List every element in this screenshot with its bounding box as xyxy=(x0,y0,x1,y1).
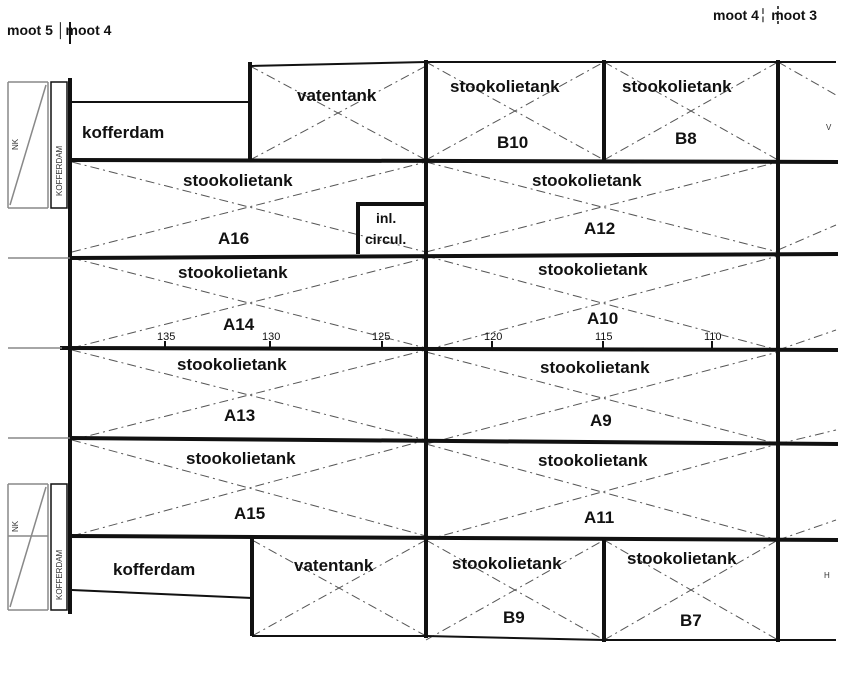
a9-type-label: stookolietank xyxy=(540,358,650,377)
tank-labels: kofferdam vatentank stookolietank B10 st… xyxy=(82,77,737,630)
tank-walls xyxy=(8,60,839,642)
right-mark-upper: V xyxy=(826,123,832,132)
frame-135: 135 xyxy=(157,331,175,343)
nk-mark-upper: NK xyxy=(11,138,20,150)
b7-type-label: stookolietank xyxy=(627,549,737,568)
moot-5-4-label: moot 5 │moot 4 xyxy=(7,22,112,40)
nk-mark-lower: NK xyxy=(11,520,20,532)
a16-id-label: A16 xyxy=(218,229,249,248)
a11-type-label: stookolietank xyxy=(538,451,648,470)
frame-110: 110 xyxy=(704,331,722,343)
a13-type-label: stookolietank xyxy=(177,355,287,374)
moot-4-3-label: moot 4╎ moot 3 xyxy=(713,7,817,23)
kofferdam-vertical-upper: KOFFERDAM xyxy=(55,145,64,196)
a12-id-label: A12 xyxy=(584,219,615,238)
b10-type-label: stookolietank xyxy=(450,77,560,96)
b8-type-label: stookolietank xyxy=(622,77,732,96)
a15-type-label: stookolietank xyxy=(186,449,296,468)
a12-type-label: stookolietank xyxy=(532,171,642,190)
a11-id-label: A11 xyxy=(584,508,614,527)
a14-type-label: stookolietank xyxy=(178,263,288,282)
b10-id-label: B10 xyxy=(497,133,528,152)
a10-type-label: stookolietank xyxy=(538,260,648,279)
left-side-structure: KOFFERDAM NK KOFFERDAM NK xyxy=(7,81,68,611)
inl-circ-line1: inl. xyxy=(376,210,396,226)
frame-115: 115 xyxy=(595,331,613,343)
a9-id-label: A9 xyxy=(590,411,612,430)
a10-id-label: A10 xyxy=(587,309,618,328)
kofferdam-vertical-lower: KOFFERDAM xyxy=(55,549,64,600)
a13-id-label: A13 xyxy=(224,406,255,425)
inl-circ-line2: circul. xyxy=(365,231,406,247)
a14-id-label: A14 xyxy=(223,315,255,334)
vatentank-bottom-label: vatentank xyxy=(294,556,374,575)
kofferdam-top-label: kofferdam xyxy=(82,123,164,142)
frame-120: 120 xyxy=(484,331,502,343)
frame-ticks: 135 130 125 120 115 110 xyxy=(157,331,722,348)
frame-130: 130 xyxy=(262,331,280,343)
b8-id-label: B8 xyxy=(675,129,697,148)
kofferdam-bottom-label: kofferdam xyxy=(113,560,195,579)
frame-125: 125 xyxy=(372,331,390,343)
tank-diagonals xyxy=(71,61,837,641)
b7-id-label: B7 xyxy=(680,611,702,630)
a16-type-label: stookolietank xyxy=(183,171,293,190)
b9-type-label: stookolietank xyxy=(452,554,562,573)
right-mark-lower: H xyxy=(824,571,830,580)
b9-id-label: B9 xyxy=(503,608,525,627)
a15-id-label: A15 xyxy=(234,504,265,523)
vatentank-top-label: vatentank xyxy=(297,86,377,105)
